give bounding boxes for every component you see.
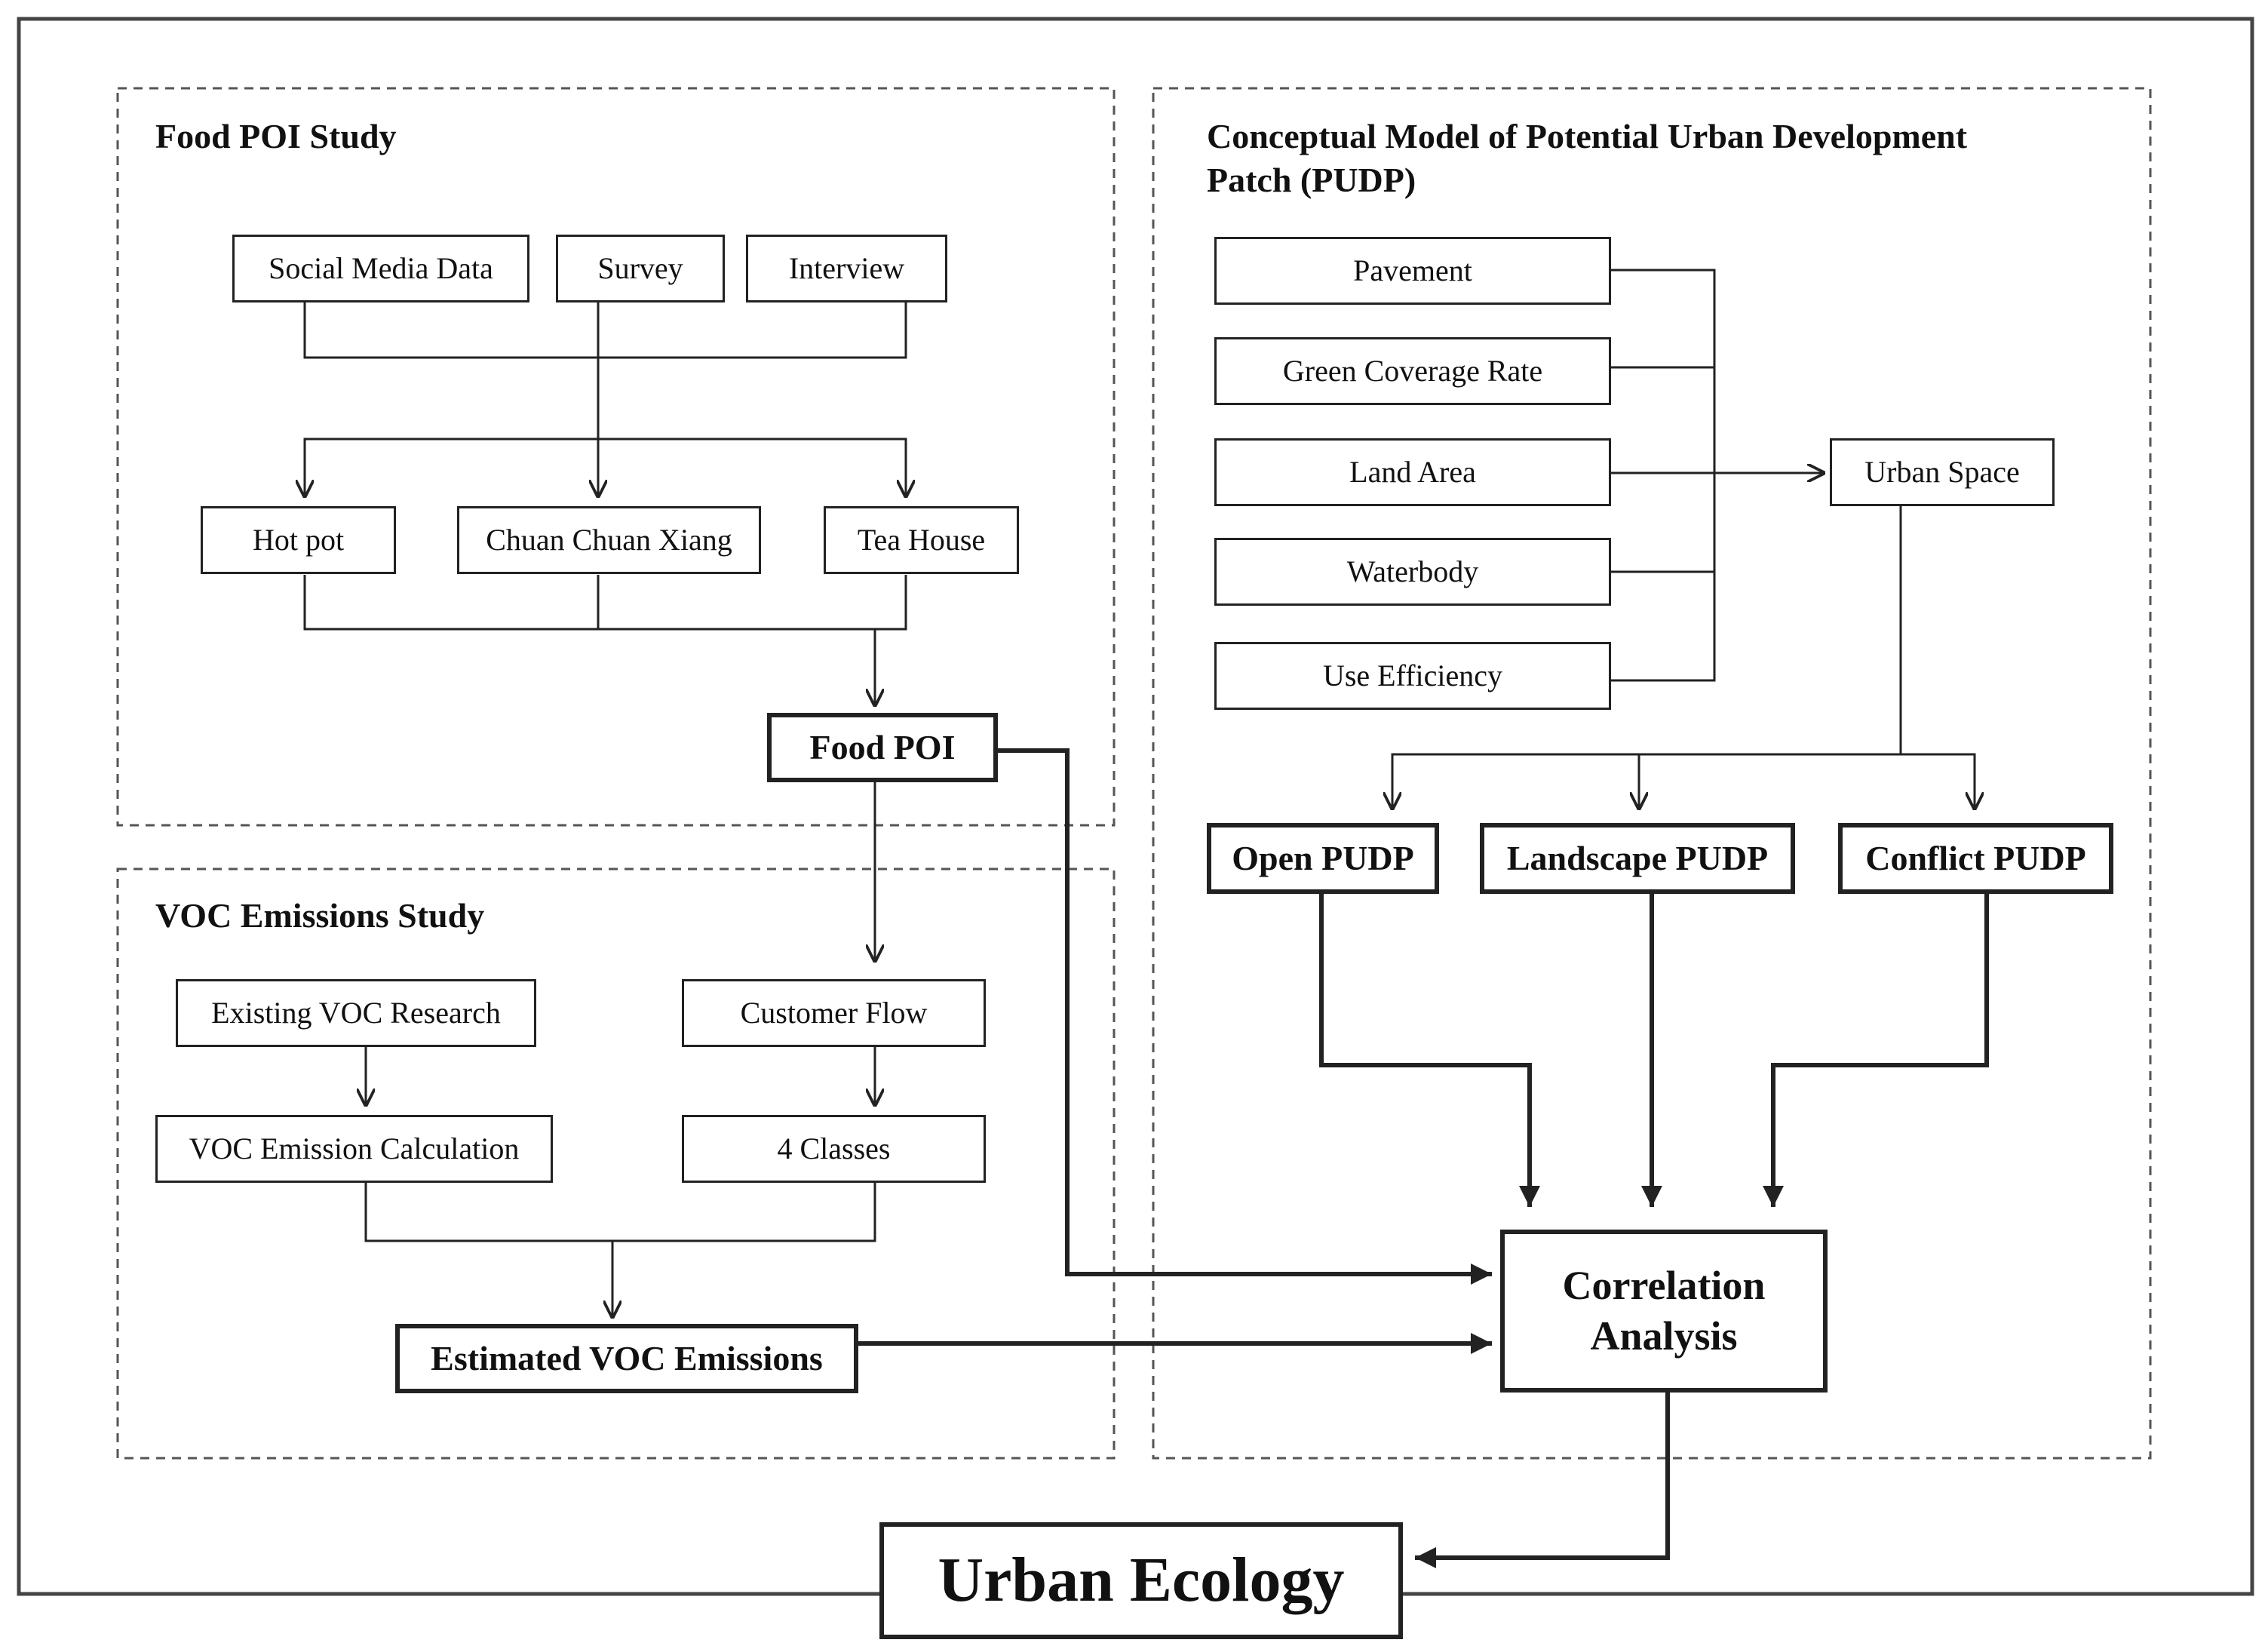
- pudp-model-title-line1: Conceptual Model of Potential Urban Deve…: [1207, 117, 1968, 155]
- voc-emissions-study-frame: [116, 867, 1116, 1460]
- types-merge-line: [303, 575, 907, 631]
- open-pudp-to-correlation-arrow: [1319, 894, 1540, 1207]
- source-survey: Survey: [556, 235, 725, 302]
- food-poi-box: Food POI: [767, 713, 998, 782]
- types-branch-line: [303, 438, 906, 498]
- landscape-pudp: Landscape PUDP: [1480, 823, 1795, 894]
- urban-space: Urban Space: [1830, 438, 2055, 506]
- estimated-voc-emissions: Estimated VOC Emissions: [395, 1324, 858, 1393]
- pudp-model-title-line2: Patch (PUDP): [1207, 160, 1416, 199]
- factor-use-efficiency: Use Efficiency: [1214, 642, 1611, 710]
- food-type-tea-house: Tea House: [824, 506, 1019, 574]
- existing-voc-research: Existing VOC Research: [176, 979, 536, 1047]
- urban-ecology: Urban Ecology: [879, 1522, 1403, 1639]
- conflict-pudp-to-correlation-arrow: [1763, 894, 1989, 1207]
- factor-waterbody: Waterbody: [1214, 538, 1611, 606]
- pudp-model-frame: [1152, 87, 2152, 1460]
- sources-merge-line: [303, 302, 907, 359]
- factor-pavement: Pavement: [1214, 237, 1611, 305]
- voc-emissions-study-title: VOC Emissions Study: [155, 896, 485, 935]
- four-classes: 4 Classes: [682, 1115, 986, 1183]
- pudp-branch-line: [1391, 753, 1975, 810]
- correlation-analysis: Correlation Analysis: [1500, 1230, 1828, 1393]
- food-type-hot-pot: Hot pot: [201, 506, 396, 574]
- pudp-model-title: Conceptual Model of Potential Urban Deve…: [1207, 115, 1967, 201]
- voc-merge-line: [364, 1183, 876, 1242]
- food-type-chuan-chuan-xiang: Chuan Chuan Xiang: [457, 506, 761, 574]
- source-social-media-data: Social Media Data: [232, 235, 529, 302]
- voc-emission-calculation: VOC Emission Calculation: [155, 1115, 553, 1183]
- food-poi-to-correlation-arrow: [998, 748, 1492, 1285]
- correlation-to-urban-ecology-arrow: [1415, 1392, 1670, 1568]
- food-poi-study-title: Food POI Study: [155, 117, 397, 155]
- conflict-pudp: Conflict PUDP: [1838, 823, 2113, 894]
- customer-flow: Customer Flow: [682, 979, 986, 1047]
- open-pudp: Open PUDP: [1207, 823, 1439, 894]
- source-interview: Interview: [746, 235, 947, 302]
- factor-land-area: Land Area: [1214, 438, 1611, 506]
- food-poi-study-frame: [116, 87, 1116, 827]
- factor-green-coverage-rate: Green Coverage Rate: [1214, 337, 1611, 405]
- factors-bracket-line: [1610, 269, 1716, 682]
